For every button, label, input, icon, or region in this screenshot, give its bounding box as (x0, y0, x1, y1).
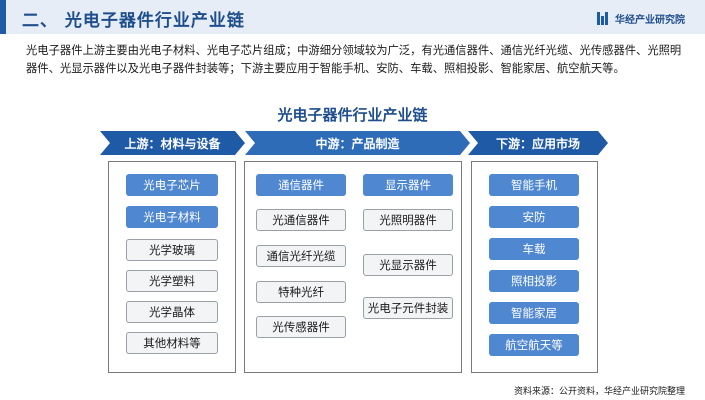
upstream-panel: 光电子芯片 光电子材料 光学玻璃 光学塑料 光学晶体 其他材料等 (108, 161, 236, 373)
midstream-left-item: 特种光纤 (256, 281, 346, 303)
midstream-left-item: 通信光纤光缆 (256, 245, 346, 267)
midstream-right-item: 光显示器件 (363, 254, 453, 276)
downstream-item: 照相投影 (489, 270, 579, 292)
brand-name: 华经产业研究院 (615, 14, 685, 26)
downstream-panel: 智能手机 安防 车载 照相投影 智能家居 航空航天等 (471, 161, 598, 373)
intro-paragraph: 光电子器件上游主要由光电子材料、光电子芯片组成；中游细分领域较为广泛，有光通信器… (26, 44, 682, 75)
midstream-left-item: 光传感器件 (256, 316, 346, 338)
upstream-item: 光学晶体 (126, 301, 218, 323)
header-accent (0, 0, 6, 34)
brand: 华经产业研究院 (597, 10, 685, 26)
upstream-item: 光电子材料 (126, 206, 218, 228)
downstream-item: 智能手机 (489, 174, 579, 196)
upstream-item: 光电子芯片 (126, 174, 218, 196)
stage-downstream: 下游：应用市场 (468, 131, 608, 155)
downstream-item: 智能家居 (489, 302, 579, 324)
midstream-right-item: 光电子元件封装 (363, 297, 453, 319)
chain-title: 光电子器件行业产业链 (277, 106, 428, 124)
stage-midstream: 中游：产品制造 (245, 131, 470, 155)
midstream-left-item: 光通信器件 (256, 209, 346, 231)
downstream-item: 车载 (489, 238, 579, 260)
midstream-left-item: 通信器件 (256, 174, 346, 196)
upstream-item: 其他材料等 (126, 332, 218, 354)
midstream-panel: 通信器件 光通信器件 通信光纤光缆 特种光纤 光传感器件 显示器件 光照明器件 … (244, 161, 462, 373)
midstream-right-item: 显示器件 (363, 174, 453, 196)
upstream-item: 光学玻璃 (126, 239, 218, 261)
upstream-item: 光学塑料 (126, 270, 218, 292)
brand-logo-icon (597, 11, 610, 25)
downstream-item: 安防 (489, 206, 579, 228)
header-bar: 二、 光电子器件行业产业链 华经产业研究院 (0, 0, 705, 34)
page-title: 二、 光电子器件行业产业链 (22, 11, 245, 31)
midstream-right-item: 光照明器件 (363, 209, 453, 231)
downstream-item: 航空航天等 (489, 334, 579, 356)
stage-upstream: 上游：材料与设备 (100, 131, 245, 155)
source-note: 资料来源：公开资料，华经产业研究院整理 (513, 387, 685, 397)
